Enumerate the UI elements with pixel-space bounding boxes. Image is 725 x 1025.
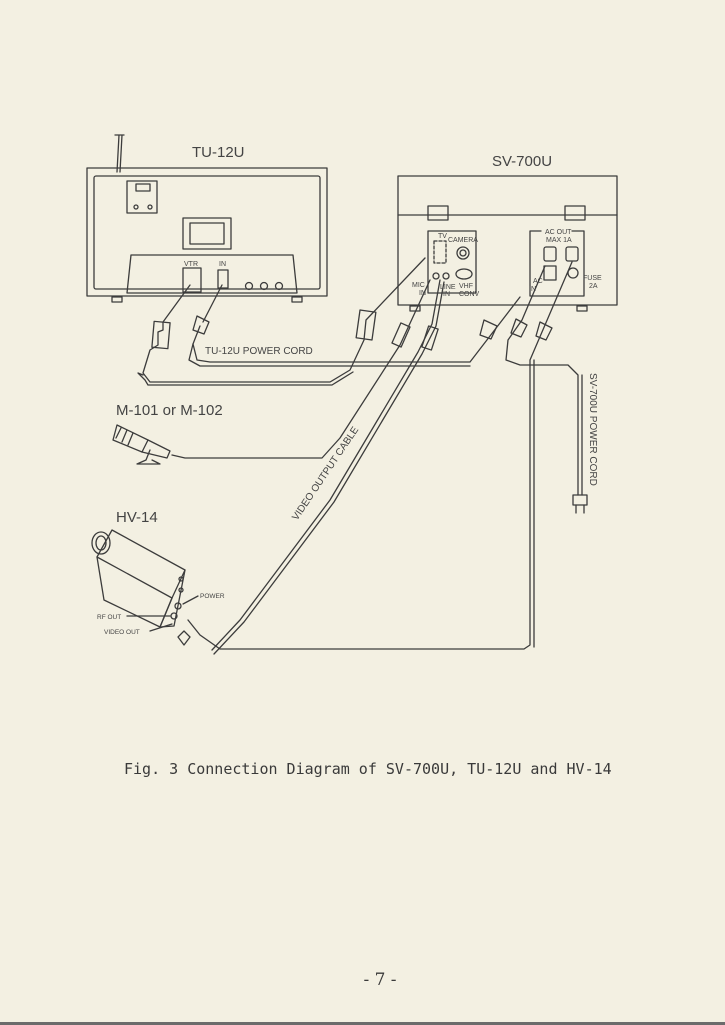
sv700u-max-label: MAX 1A bbox=[546, 237, 572, 244]
hv14-power-cable bbox=[187, 261, 573, 650]
tu12u-in-label: IN bbox=[219, 261, 226, 268]
vhf-conv-jack-icon bbox=[455, 268, 473, 280]
sv700u-label: SV-700U bbox=[492, 153, 552, 170]
sv700u-case bbox=[397, 175, 618, 306]
ac-outlet-icon bbox=[565, 246, 579, 262]
sv700u-line-label: LINE bbox=[440, 284, 456, 291]
sv700u-fuse-label: FUSE bbox=[583, 275, 602, 282]
lens-icon bbox=[91, 531, 111, 555]
hv14-video-out-label: VIDEO OUT bbox=[104, 629, 140, 636]
plug-icon bbox=[479, 319, 498, 340]
sv700u-power-cord-label: SV-700U POWER CORD bbox=[587, 373, 598, 486]
sv700u-camera-label: CAMERA bbox=[448, 237, 478, 244]
sv700u-mic-label: MIC bbox=[412, 282, 425, 289]
knob-icon bbox=[274, 281, 284, 291]
sv700u-fuse-rating-label: 2A bbox=[589, 283, 598, 290]
plug-icon bbox=[192, 315, 210, 335]
plug-icon bbox=[391, 322, 411, 348]
mic-label: M-101 or M-102 bbox=[116, 402, 223, 419]
sv700u-conv-label: CONV bbox=[459, 291, 480, 298]
power-jack-icon bbox=[174, 602, 182, 610]
tu12u-vtr-label: VTR bbox=[184, 261, 198, 268]
cables bbox=[137, 257, 588, 655]
sv700u-ac-in-label: IN bbox=[529, 286, 536, 293]
hv14-rf-out-label: RF OUT bbox=[97, 614, 121, 621]
sv700u-input-panel bbox=[427, 230, 477, 294]
tu12u-label: TU-12U bbox=[192, 144, 245, 161]
tu12u-screen bbox=[182, 217, 232, 250]
sv700u-mic-in-label: IN bbox=[419, 290, 426, 297]
antenna-icon bbox=[114, 134, 125, 173]
plug-icon bbox=[510, 318, 528, 338]
plug-icon bbox=[535, 321, 553, 341]
figure-caption: Fig. 3 Connection Diagram of SV-700U, TU… bbox=[124, 760, 612, 778]
hv14-power-label: POWER bbox=[200, 593, 225, 600]
power-plug-icon bbox=[572, 494, 588, 506]
sv700u-ac-out-label: AC OUT bbox=[545, 229, 572, 236]
plug-icon bbox=[355, 309, 377, 341]
tu12u-unit: TU-12U VTR IN bbox=[86, 134, 328, 303]
sv700u-vhf-label: VHF bbox=[459, 283, 473, 290]
tu12u-power-cord-label: TU-12U POWER CORD bbox=[205, 346, 313, 357]
tu12u-case bbox=[86, 167, 328, 297]
sv700u-power-cord bbox=[505, 265, 583, 496]
hv14-camera: HV-14 POWER RF OUT VIDEO OUT bbox=[91, 509, 225, 636]
sv700u-tv-socket bbox=[433, 240, 447, 264]
microphone: M-101 or M-102 bbox=[112, 402, 223, 465]
fuse-holder-icon bbox=[567, 267, 579, 279]
video-output-cable bbox=[211, 279, 441, 651]
sv700u-tv-label: TV bbox=[438, 233, 447, 240]
tu12u-switch-panel bbox=[126, 180, 158, 214]
tu12u-vtr-socket bbox=[182, 267, 202, 293]
mic-cable bbox=[171, 279, 431, 459]
sv700u-line-in-label: IN bbox=[443, 291, 450, 298]
plug-icon bbox=[421, 325, 439, 351]
rf-out-jack-icon bbox=[170, 612, 178, 620]
hv14-label: HV-14 bbox=[116, 509, 158, 526]
bottom-edge bbox=[0, 1022, 725, 1025]
camera-jack-icon bbox=[456, 246, 470, 260]
knob-icon bbox=[244, 281, 254, 291]
ac-inlet-icon bbox=[543, 265, 557, 281]
sv700u-unit: SV-700U TV CAMERA MIC IN LINE IN VHF CON… bbox=[397, 153, 618, 312]
vtr-tv-cable bbox=[142, 257, 426, 383]
tu12u-in-socket bbox=[217, 269, 229, 289]
line-jack-icon bbox=[442, 272, 450, 280]
plug-icon bbox=[151, 320, 171, 350]
ac-outlet-icon bbox=[543, 246, 557, 262]
page-number: - 7 - bbox=[363, 970, 397, 990]
mic-jack-icon bbox=[432, 272, 440, 280]
knob-icon bbox=[259, 281, 269, 291]
mic-stand bbox=[136, 449, 161, 465]
